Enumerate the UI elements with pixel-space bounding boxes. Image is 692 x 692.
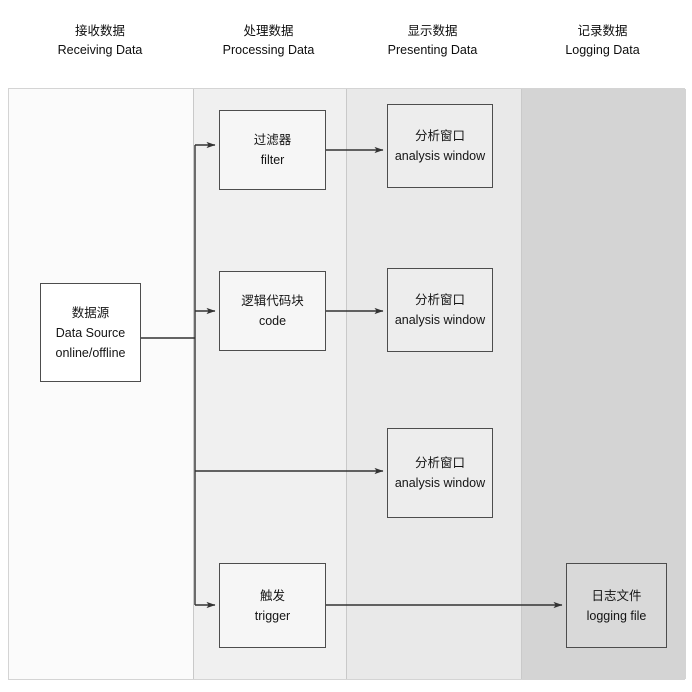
lane-header-receiving-en: Receiving Data [57, 43, 143, 57]
lane-header-receiving-cn: 接收数据 [74, 24, 125, 38]
node-filter[interactable]: 过滤器 filter [219, 110, 326, 190]
node-analysis-window-2-en: analysis window [394, 313, 486, 327]
node-analysis-window-2-cn: 分析窗口 [414, 293, 465, 307]
node-trigger-cn: 触发 [259, 588, 285, 603]
node-data-source-en: Data Source [55, 325, 126, 340]
node-code-cn: 逻辑代码块 [241, 294, 304, 308]
node-data-source-sub: online/offline [55, 345, 126, 360]
node-analysis-window-3-cn: 分析窗口 [414, 456, 465, 470]
node-filter-en: filter [260, 153, 285, 167]
node-analysis-window-1-en: analysis window [394, 149, 486, 163]
node-logging-file-en: logging file [586, 608, 647, 623]
node-analysis-window-2[interactable]: 分析窗口 analysis window [387, 268, 493, 352]
lane-header-logging-cn: 记录数据 [577, 24, 628, 38]
node-analysis-window-1-cn: 分析窗口 [414, 129, 465, 143]
lane-header-logging-en: Logging Data [565, 43, 640, 57]
lane-header-logging: 记录数据 Logging Data [520, 22, 685, 60]
node-data-source-cn: 数据源 [71, 305, 110, 320]
lane-header-presenting-cn: 显示数据 [407, 24, 458, 38]
lane-header-processing: 处理数据 Processing Data [192, 22, 345, 60]
swimlane-receiving [9, 89, 193, 679]
node-trigger[interactable]: 触发 trigger [219, 563, 326, 648]
lane-header-receiving: 接收数据 Receiving Data [8, 22, 192, 60]
node-logging-file[interactable]: 日志文件 logging file [566, 563, 667, 648]
node-trigger-en: trigger [254, 608, 291, 623]
node-data-source[interactable]: 数据源 Data Source online/offline [40, 283, 141, 382]
lane-header-presenting: 显示数据 Presenting Data [345, 22, 520, 60]
lane-header-processing-cn: 处理数据 [243, 24, 294, 38]
node-analysis-window-1[interactable]: 分析窗口 analysis window [387, 104, 493, 188]
node-analysis-window-3[interactable]: 分析窗口 analysis window [387, 428, 493, 518]
node-code-en: code [258, 314, 287, 328]
lane-header-processing-en: Processing Data [222, 43, 315, 57]
lane-header-presenting-en: Presenting Data [387, 43, 478, 57]
node-analysis-window-3-en: analysis window [394, 476, 486, 490]
node-logging-file-cn: 日志文件 [591, 588, 642, 603]
node-filter-cn: 过滤器 [253, 133, 292, 147]
node-code[interactable]: 逻辑代码块 code [219, 271, 326, 351]
